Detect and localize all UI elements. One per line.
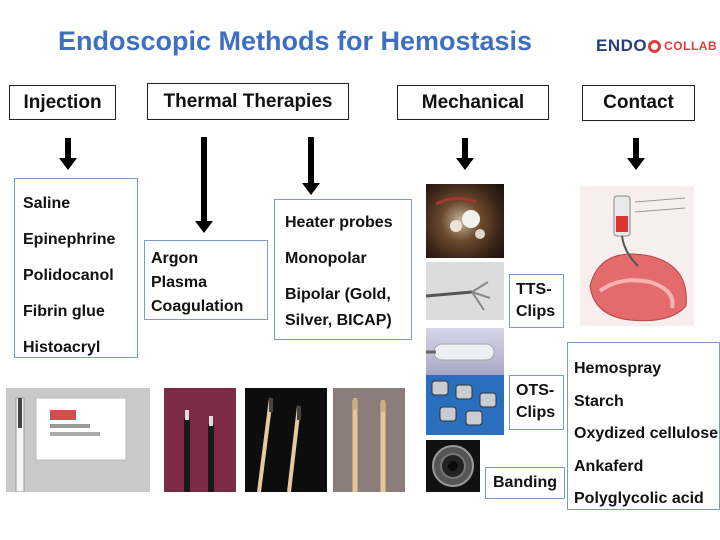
tts-clips-label-box: TTS- Clips <box>509 274 564 328</box>
logo-endo-text: ENDO <box>596 36 648 55</box>
logo-circle-icon <box>648 39 662 53</box>
tts-label-line-2: Clips <box>516 303 556 320</box>
arrow-thermal-probes <box>302 137 320 195</box>
hemospray-diagram <box>580 186 694 326</box>
arrow-injection <box>59 138 77 170</box>
injection-agent: Histoacryl <box>23 339 101 356</box>
injection-agent: Fibrin glue <box>23 303 105 320</box>
logo-collab-text: COLLAB <box>664 39 718 53</box>
arrow-contact <box>627 138 645 170</box>
argon-line: Plasma <box>151 274 208 291</box>
injection-needle-photo <box>6 388 150 492</box>
tts-clip-photo <box>426 262 504 320</box>
banding-label-box: Banding <box>485 467 565 499</box>
thermal-probe: Bipolar (Gold, <box>285 286 391 303</box>
injection-agent: Epinephrine <box>23 231 116 248</box>
ots-clip-photo <box>426 375 504 435</box>
thermal-probe: Heater probes <box>285 214 393 231</box>
bipolar-probe-photo <box>333 388 405 492</box>
injection-agent: Saline <box>23 195 71 212</box>
contact-agent: Oxydized cellulose <box>574 425 719 442</box>
contact-agent: Starch <box>574 392 624 410</box>
category-injection: Injection <box>9 85 116 120</box>
injection-agents-box: Saline Epinephrine Polidocanol Fibrin gl… <box>14 178 138 358</box>
thermal-probe: Silver, BICAP) <box>285 312 392 329</box>
thermal-probe: Monopolar <box>285 250 367 267</box>
argon-plasma-box: Argon Plasma Coagulation <box>144 240 268 320</box>
ots-cap-photo <box>426 328 504 375</box>
category-thermal-therapies: Thermal Therapies <box>147 83 349 120</box>
contact-agent: Hemospray <box>574 360 662 377</box>
heater-probe-photo <box>245 388 327 492</box>
argon-line: Argon <box>151 250 199 267</box>
arrow-argon <box>195 137 213 233</box>
tts-label-line-1: TTS- <box>516 281 552 298</box>
ots-label-line-2: Clips <box>516 404 556 421</box>
injection-agent: Polidocanol <box>23 267 114 284</box>
banding-label: Banding <box>493 474 557 491</box>
endo-collab-logo: ENDO COLLAB <box>596 36 717 56</box>
banding-photo <box>426 440 480 492</box>
category-contact: Contact <box>582 85 695 121</box>
ots-clips-label-box: OTS- Clips <box>509 375 564 430</box>
contact-agent: Ankaferd <box>574 457 644 475</box>
arrow-mechanical <box>456 138 474 170</box>
contact-agents-box: Hemospray Starch Oxydized cellulose Anka… <box>567 342 720 510</box>
contact-agent: Polyglycolic acid <box>574 490 704 507</box>
page-title: Endoscopic Methods for Hemostasis <box>57 26 533 56</box>
ots-label-line-1: OTS- <box>516 382 555 399</box>
thermal-probes-box: Heater probes Monopolar Bipolar (Gold, S… <box>274 199 412 340</box>
bleeding-vessel-photo <box>426 184 504 258</box>
apc-catheter-photo <box>164 388 236 492</box>
argon-line: Coagulation <box>151 298 244 315</box>
category-mechanical: Mechanical <box>397 85 549 120</box>
